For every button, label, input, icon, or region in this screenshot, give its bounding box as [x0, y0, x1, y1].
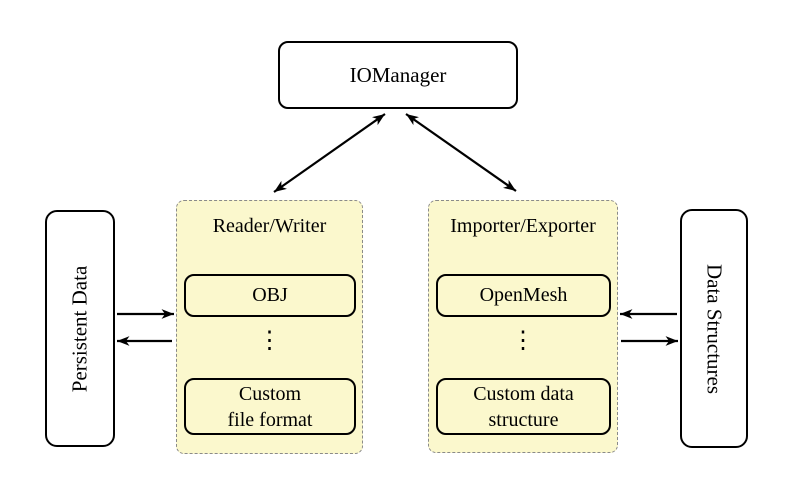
arrow-iomanager-importer-exporter [405, 113, 517, 192]
node-custom-file-format-label: Custom file format [227, 382, 313, 431]
arrow-iomanager-reader-writer [273, 113, 386, 193]
node-custom-data-structure-label: Custom data structure [473, 382, 574, 431]
node-custom-data-structure: Custom data structure [436, 378, 611, 435]
node-persistent-data-label: Persistent Data [67, 265, 92, 392]
node-iomanager-label: IOManager [349, 62, 447, 87]
node-obj-label: OBJ [252, 284, 288, 306]
node-obj: OBJ [184, 274, 356, 317]
node-data-structures-label: Data Structures [702, 263, 727, 394]
node-persistent-data: Persistent Data [45, 210, 115, 447]
node-data-structures: Data Structures [680, 209, 748, 448]
node-custom-file-format: Custom file format [184, 378, 356, 435]
panel-importer-exporter: Importer/Exporter OpenMesh ⋮ Custom data… [428, 200, 618, 453]
vdots-reader-writer: ⋮ [257, 328, 282, 354]
vdots-importer-exporter: ⋮ [511, 328, 535, 354]
panel-reader-writer-title: Reader/Writer [212, 215, 327, 237]
node-iomanager: IOManager [278, 41, 518, 109]
panel-importer-exporter-title: Importer/Exporter [450, 215, 596, 237]
node-openmesh-label: OpenMesh [479, 284, 568, 306]
node-openmesh: OpenMesh [436, 274, 611, 317]
panel-reader-writer: Reader/Writer OBJ ⋮ Custom file format [176, 200, 363, 454]
